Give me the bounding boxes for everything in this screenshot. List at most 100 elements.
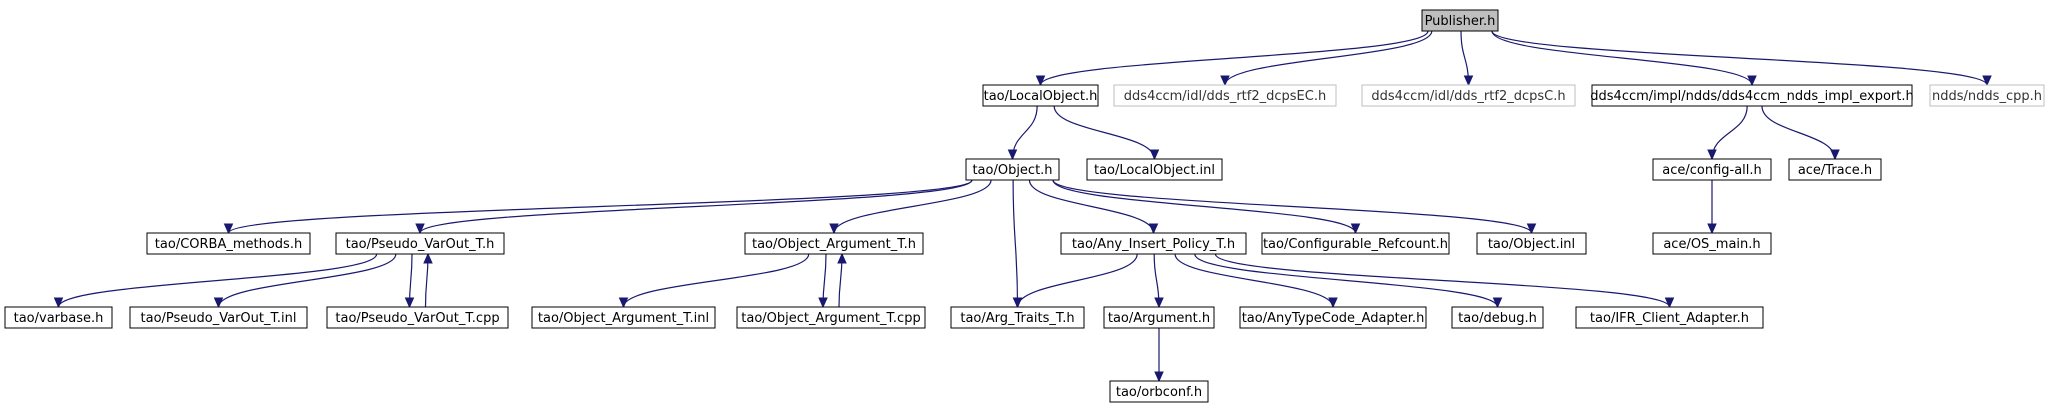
arrowhead-icon xyxy=(1664,297,1675,309)
node-publisher[interactable]: Publisher.h xyxy=(1421,9,1499,32)
node-varbase[interactable]: tao/varbase.h xyxy=(4,306,113,329)
node-box xyxy=(1788,158,1882,181)
edge-objectargumentcpp-to-objectargument xyxy=(837,252,847,308)
node-debug[interactable]: tao/debug.h xyxy=(1451,306,1544,329)
node-objectargumentinl[interactable]: tao/Object_Argument_T.inl xyxy=(531,306,716,329)
node-ifrclient[interactable]: tao/IFR_Client_Adapter.h xyxy=(1575,306,1764,329)
arrowhead-icon xyxy=(404,297,415,309)
node-label: tao/Any_Insert_Policy_T.h xyxy=(1072,237,1235,252)
node-box xyxy=(4,306,113,329)
node-label: dds4ccm/idl/dds_rtf2_dcpsEC.h xyxy=(1124,89,1326,104)
node-label: tao/debug.h xyxy=(1458,311,1537,326)
node-osmain[interactable]: ace/OS_main.h xyxy=(1652,232,1772,255)
node-anytypecode[interactable]: tao/AnyTypeCode_Adapter.h xyxy=(1239,306,1427,329)
edge-objectargument-to-objectargumentinl xyxy=(618,253,810,309)
node-anyinsert[interactable]: tao/Any_Insert_Policy_T.h xyxy=(1060,232,1247,255)
node-pseudovaroutcpp[interactable]: tao/Pseudo_VarOut_T.cpp xyxy=(326,306,509,329)
node-box xyxy=(1575,306,1764,329)
node-box xyxy=(1476,232,1587,255)
arrowhead-icon xyxy=(1350,223,1361,235)
node-label: tao/Pseudo_VarOut_T.h xyxy=(346,237,495,252)
edge-publisher-to-localobject xyxy=(1035,30,1429,87)
edge-object-to-corbamethods xyxy=(223,179,973,235)
node-argument[interactable]: tao/Argument.h xyxy=(1103,306,1215,329)
node-box xyxy=(1361,84,1576,107)
node-box xyxy=(1086,158,1223,181)
node-box xyxy=(965,158,1060,181)
node-label: Publisher.h xyxy=(1425,14,1496,29)
node-corbamethods[interactable]: tao/CORBA_methods.h xyxy=(146,232,311,255)
edge-publisher-to-nddsexport xyxy=(1491,30,1757,87)
edge-argument-to-orbconf xyxy=(1154,328,1164,383)
node-box xyxy=(1421,9,1499,32)
edge-nddsexport-to-configall xyxy=(1707,105,1748,161)
node-argtraits[interactable]: tao/Arg_Traits_T.h xyxy=(950,306,1085,329)
edge-configall-to-osmain xyxy=(1707,180,1717,235)
arrowhead-icon xyxy=(1830,149,1840,161)
node-label: tao/varbase.h xyxy=(14,311,104,326)
arrowhead-icon xyxy=(829,223,839,235)
arrowhead-icon xyxy=(1007,149,1018,161)
node-label: tao/Object_Argument_T.inl xyxy=(538,311,709,326)
arrowhead-icon xyxy=(1012,297,1023,309)
node-objectargumentcpp[interactable]: tao/Object_Argument_T.cpp xyxy=(736,306,926,329)
node-box xyxy=(1451,306,1544,329)
node-label: tao/IFR_Client_Adapter.h xyxy=(1590,311,1749,326)
node-label: tao/Object_Argument_T.h xyxy=(752,237,916,252)
arrowhead-icon xyxy=(223,223,234,235)
node-label: ace/Trace.h xyxy=(1798,163,1872,178)
node-pseudovaroutinl[interactable]: tao/Pseudo_VarOut_T.inl xyxy=(129,306,308,329)
edge-nddsexport-to-trace xyxy=(1761,105,1840,161)
node-objectinl[interactable]: tao/Object.inl xyxy=(1476,232,1587,255)
edge-object-to-anyinsert xyxy=(1028,179,1159,235)
node-label: dds4ccm/idl/dds_rtf2_dcpsC.h xyxy=(1371,89,1565,104)
node-pseudovarout[interactable]: tao/Pseudo_VarOut_T.h xyxy=(335,232,505,255)
arrowhead-icon xyxy=(1035,75,1046,87)
node-label: dds4ccm/impl/ndds/dds4ccm_ndds_impl_expo… xyxy=(1590,89,1913,104)
edge-pseudovarout-to-varbase xyxy=(53,253,378,309)
arrowhead-icon xyxy=(1149,149,1160,161)
node-label: tao/Object_Argument_T.cpp xyxy=(741,311,920,326)
nodes-layer: Publisher.h tao/LocalObject.h dds4ccm/idl/… xyxy=(4,9,2045,403)
arrowhead-icon xyxy=(1328,297,1338,309)
node-box xyxy=(1109,380,1209,403)
node-localobjectinl[interactable]: tao/LocalObject.inl xyxy=(1086,158,1223,181)
node-label: tao/Object.inl xyxy=(1488,237,1575,252)
node-object[interactable]: tao/Object.h xyxy=(965,158,1060,181)
node-nddsexport[interactable]: dds4ccm/impl/ndds/dds4ccm_ndds_impl_expo… xyxy=(1590,84,1914,107)
arrowhead-icon xyxy=(1526,223,1537,235)
edge-publisher-to-nddscpp xyxy=(1491,30,1992,87)
arrowhead-icon xyxy=(837,252,847,264)
node-objectargument[interactable]: tao/Object_Argument_T.h xyxy=(744,232,924,255)
node-orbconf[interactable]: tao/orbconf.h xyxy=(1109,380,1209,403)
node-box xyxy=(1261,232,1450,255)
node-label: ndds/ndds_cpp.h xyxy=(1932,89,2042,104)
node-label: tao/CORBA_methods.h xyxy=(155,237,302,252)
node-box xyxy=(1652,158,1772,181)
edge-pseudovarout-to-pseudovaroutinl xyxy=(213,253,397,309)
edge-anyinsert-to-anytypecode xyxy=(1174,253,1338,309)
edge-object-to-argtraits xyxy=(1012,179,1023,309)
node-configurablerefcount[interactable]: tao/Configurable_Refcount.h xyxy=(1261,232,1450,255)
node-label: tao/AnyTypeCode_Adapter.h xyxy=(1242,311,1425,326)
edge-localobject-to-localobjectinl xyxy=(1053,105,1160,161)
node-box xyxy=(1060,232,1247,255)
node-nddscpp: ndds/ndds_cpp.h xyxy=(1929,84,2045,107)
node-label: tao/Argument.h xyxy=(1108,311,1210,326)
arrowhead-icon xyxy=(1982,75,1992,87)
node-label: ace/config-all.h xyxy=(1662,163,1762,178)
node-localobject[interactable]: tao/LocalObject.h xyxy=(982,84,1099,107)
arrowhead-icon xyxy=(1707,149,1717,161)
node-configall[interactable]: ace/config-all.h xyxy=(1652,158,1772,181)
arrowhead-icon xyxy=(1747,75,1757,87)
node-box xyxy=(1113,84,1337,107)
arrowhead-icon xyxy=(1463,75,1474,87)
node-label: tao/Object.h xyxy=(972,163,1052,178)
edge-publisher-to-rtf2c xyxy=(1460,30,1474,87)
arrowhead-icon xyxy=(1148,223,1159,235)
node-box xyxy=(129,306,308,329)
edge-anyinsert-to-argtraits xyxy=(1012,253,1138,309)
node-label: tao/orbconf.h xyxy=(1116,385,1202,400)
edges-layer xyxy=(53,30,1992,383)
node-trace[interactable]: ace/Trace.h xyxy=(1788,158,1882,181)
